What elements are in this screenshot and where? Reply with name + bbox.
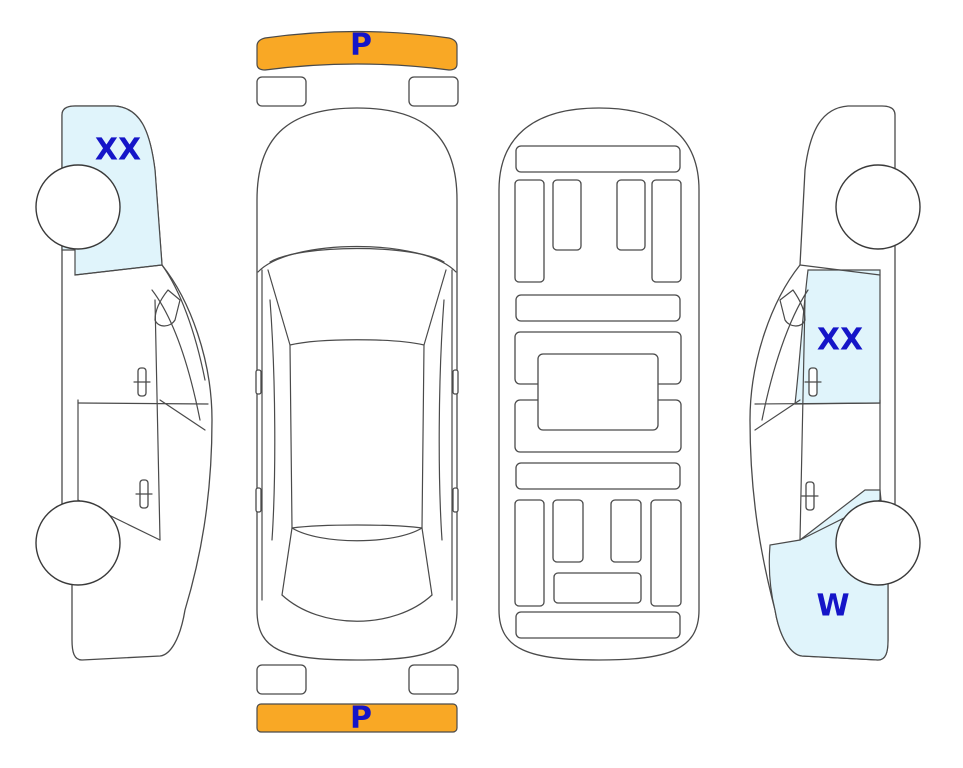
front-right-light <box>408 76 459 107</box>
front-bumper-group[interactable]: P <box>256 28 458 71</box>
rear-left-light <box>256 664 307 695</box>
front-bumper-label: P <box>350 28 372 63</box>
underbody-view <box>498 107 700 661</box>
right-front-wheel[interactable] <box>835 164 921 250</box>
right-rear-wheel[interactable] <box>835 500 921 586</box>
front-left-light <box>256 76 307 107</box>
right-side-view: XX W <box>749 105 921 661</box>
top-view-body[interactable] <box>256 107 458 661</box>
left-front-wheel[interactable] <box>35 164 121 250</box>
rear-bumper[interactable] <box>256 703 458 733</box>
right-rear-quarter-label: W <box>816 589 849 624</box>
left-rear-wheel[interactable] <box>35 500 121 586</box>
right-rear-door-label: XX <box>817 323 863 358</box>
rear-bumper-group[interactable]: P <box>256 701 458 736</box>
top-view <box>255 107 459 661</box>
left-side-view: XX <box>35 105 213 661</box>
rear-bumper-label: P <box>350 701 372 736</box>
rear-right-light <box>408 664 459 695</box>
front-bumper[interactable] <box>256 30 458 71</box>
left-front-fender-label: XX <box>95 133 141 168</box>
